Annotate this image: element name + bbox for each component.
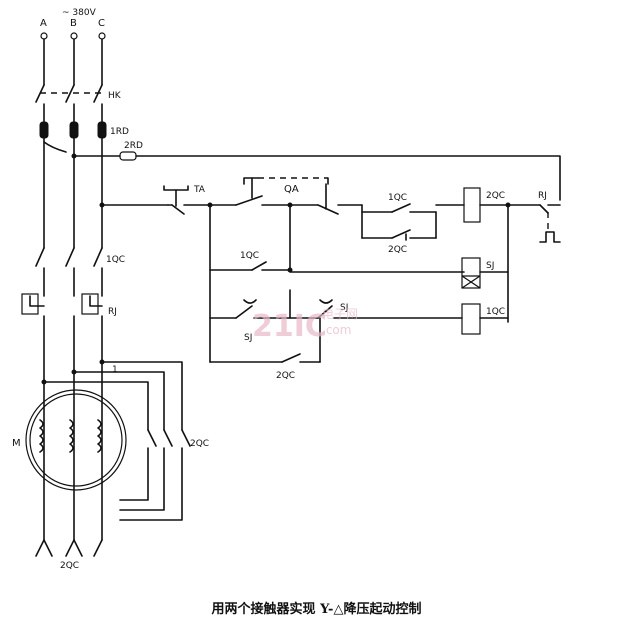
qc2-star-contacts (35, 539, 103, 557)
phase-c-label: C (98, 18, 105, 29)
qa-label: QA (284, 184, 299, 195)
qc2-ctrl-bottom-label: 2QC (276, 371, 295, 381)
qa-start-button (209, 177, 363, 215)
fuse-1rd-label: 1RD (110, 127, 129, 137)
qc1-coil (461, 303, 481, 335)
diagram-caption: 用两个接触器实现 Y-△降压起动控制 (211, 602, 422, 617)
rj-main-label: RJ (108, 307, 117, 317)
qc1-coil-label: 1QC (486, 307, 505, 317)
phase-a-terminal (40, 32, 48, 86)
phase-b-label: B (70, 18, 77, 29)
qc-interlock-block (361, 203, 465, 241)
sj-delay-contacts (209, 289, 463, 319)
supply-voltage-label: ~ 380V (62, 8, 97, 18)
motor (25, 389, 127, 491)
qc2-bottom-label: 2QC (60, 561, 79, 571)
delta-wiring (41, 359, 191, 521)
fuse-2rd (119, 151, 137, 161)
sj-contact-label: SJ (340, 303, 348, 313)
fuse-1rd (39, 121, 107, 139)
sj-coil-label: SJ (486, 261, 494, 271)
qc1-hold-label: 1QC (240, 251, 259, 261)
qc1-hold-contact (209, 204, 465, 273)
sj-coil (461, 257, 481, 289)
phase-a-label: A (40, 18, 47, 29)
qc2-ctrl-top-label: 2QC (388, 245, 407, 255)
node-1-label: 1 (112, 365, 118, 375)
rj-ctrl-contact (539, 204, 561, 243)
ta-stop-button (163, 185, 211, 215)
control-top-bus (135, 155, 561, 201)
control-left-node (99, 202, 105, 208)
phase-a-kink (43, 141, 67, 153)
motor-label: M (12, 438, 21, 449)
qc1-ctrl-top-label: 1QC (388, 193, 407, 203)
qc2-coil (463, 187, 481, 223)
hk-label: HK (108, 91, 122, 101)
qc2-ctrl-bottom-contact (209, 317, 321, 363)
qc2-main-label: 2QC (190, 439, 209, 449)
qc1-main-label: 1QC (106, 255, 125, 265)
watermark-sub-text: 电子网 (322, 307, 358, 321)
sj-coil-cross-2 (461, 275, 481, 289)
watermark-logo: 21IC 电子网 .com (252, 307, 358, 344)
watermark-sub2-text: .com (322, 323, 351, 337)
phase-c-terminal (98, 32, 106, 86)
sj-left-label: SJ (244, 333, 252, 343)
hk-knife-switch (35, 84, 104, 123)
ta-label: TA (193, 185, 206, 195)
qc2-coil-label: 2QC (486, 191, 505, 201)
control-tap-node (71, 153, 77, 159)
fuse-2rd-label: 2RD (124, 141, 143, 151)
watermark-main-text: 21IC (252, 309, 327, 344)
phase-b-terminal (70, 32, 78, 86)
rj-thermal-elements (21, 293, 103, 315)
qc1-main-contacts (35, 247, 103, 297)
rj-ctrl-label: RJ (538, 191, 547, 201)
